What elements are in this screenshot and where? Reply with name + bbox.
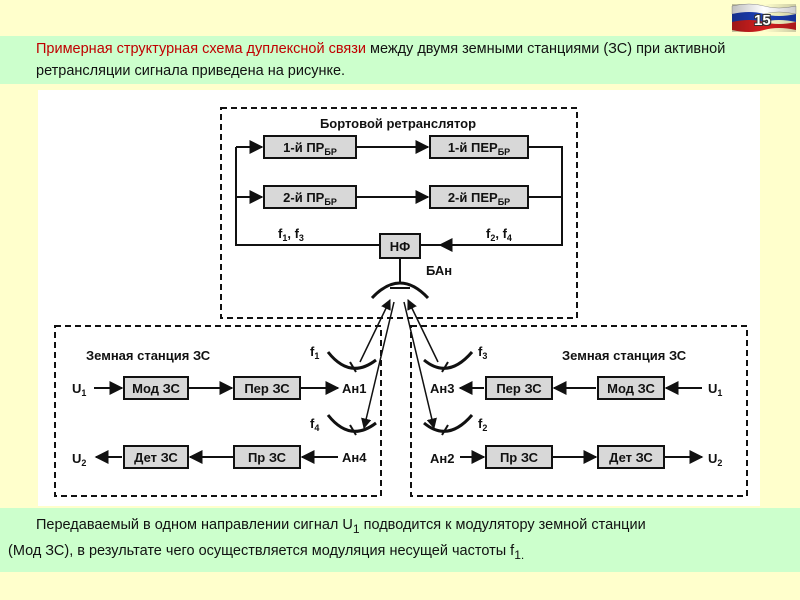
left-station-frame <box>54 325 382 497</box>
link-an3-up <box>407 299 439 363</box>
link-down-an4 <box>361 301 395 430</box>
intro-line: Примерная структурная схема дуплексной с… <box>8 38 792 82</box>
right-antenna-2-label: Ан2 <box>430 451 454 466</box>
diagram-canvas: Бортовой ретранслятор 1-й ПРБР 1-й ПЕРБР… <box>38 90 760 506</box>
explanation-line-1: Передаваемый в одном направлении сигнал … <box>8 514 792 540</box>
repeater-title: Бортовой ретранслятор <box>320 116 476 131</box>
explanation-line-2: (Мод ЗС), в результате чего осуществляет… <box>8 540 792 566</box>
explanation-part-1: Передаваемый в одном направлении сигнал … <box>36 517 353 533</box>
right-freq-f3: f3 <box>478 344 487 361</box>
repeater-freq-left: f1, f3 <box>278 226 304 243</box>
right-freq-f2: f2 <box>478 416 487 433</box>
left-detector-label: Дет ЗС <box>134 450 178 465</box>
right-station-title: Земная станция ЗС <box>562 348 687 363</box>
left-receiver-label: Пр ЗС <box>248 450 287 465</box>
duplexer-label: НФ <box>390 239 410 254</box>
left-detector <box>123 445 189 469</box>
right-receiver-label: Пр ЗС <box>500 450 539 465</box>
left-freq-f4: f4 <box>310 416 319 433</box>
right-station-frame <box>410 325 748 497</box>
repeater-freq-right: f2, f4 <box>486 226 512 243</box>
right-antenna-3-label: Ан3 <box>430 381 454 396</box>
intro-rest: между двумя земными станциями (ЗС) при а… <box>36 41 726 79</box>
russian-flag-icon <box>731 3 797 32</box>
repeater-transmitter-2-label: 2-й ПЕРБР <box>448 190 510 207</box>
left-transmitter-label: Пер ЗС <box>244 381 290 396</box>
left-modulator-label: Мод ЗС <box>132 381 180 396</box>
right-u2-label: U2 <box>708 451 722 468</box>
left-antenna-1-label: Ан1 <box>342 381 366 396</box>
explanation-sub-2: 1. <box>514 547 525 562</box>
right-u1-label: U1 <box>708 381 722 398</box>
left-u2-label: U2 <box>72 451 86 468</box>
explanation-text-band: Передаваемый в одном направлении сигнал … <box>0 508 800 572</box>
onboard-antenna-label: БАн <box>426 263 452 278</box>
diagram-background <box>38 90 760 506</box>
left-antenna-4-label: Ан4 <box>342 450 367 465</box>
left-antenna-4-feed <box>349 424 357 436</box>
right-detector-label: Дет ЗС <box>609 450 653 465</box>
onboard-antenna-icon <box>370 281 430 300</box>
left-receiver <box>233 445 301 469</box>
link-an1-up <box>359 299 391 363</box>
right-modulator <box>597 376 665 400</box>
repeater-receiver-2-label: 2-й ПРБР <box>283 190 337 207</box>
intro-highlight: Примерная структурная схема дуплексной с… <box>36 41 366 57</box>
left-antenna-1-feed <box>349 361 357 373</box>
left-antenna-4-icon <box>326 414 377 433</box>
repeater-receiver-1-label: 1-й ПРБР <box>283 140 337 157</box>
explanation-sub-1: 1 <box>352 521 360 536</box>
slide-number: 15 <box>754 12 771 29</box>
left-u1-label: U1 <box>72 381 86 398</box>
intro-text-band: Примерная структурная схема дуплексной с… <box>0 36 800 84</box>
right-antenna-2-feed <box>441 424 449 436</box>
right-transmitter <box>485 376 553 400</box>
right-modulator-label: Мод ЗС <box>607 381 655 396</box>
left-station-title: Земная станция ЗС <box>86 348 211 363</box>
duplex-link-diagram: Бортовой ретранслятор 1-й ПРБР 1-й ПЕРБР… <box>38 90 760 506</box>
repeater-frame <box>220 107 578 319</box>
right-antenna-3-feed <box>441 361 449 373</box>
left-freq-f1: f1 <box>310 344 319 361</box>
right-antenna-3-icon <box>423 351 474 370</box>
explanation-part-3: (Мод ЗС), в результате чего осуществляет… <box>8 542 515 559</box>
right-transmitter-label: Пер ЗС <box>496 381 542 396</box>
repeater-transmitter-1-label: 1-й ПЕРБР <box>448 140 510 157</box>
left-antenna-1-icon <box>326 351 377 370</box>
explanation-part-2: подводится к модулятору земной станции <box>359 517 646 533</box>
link-down-an2 <box>403 301 437 430</box>
